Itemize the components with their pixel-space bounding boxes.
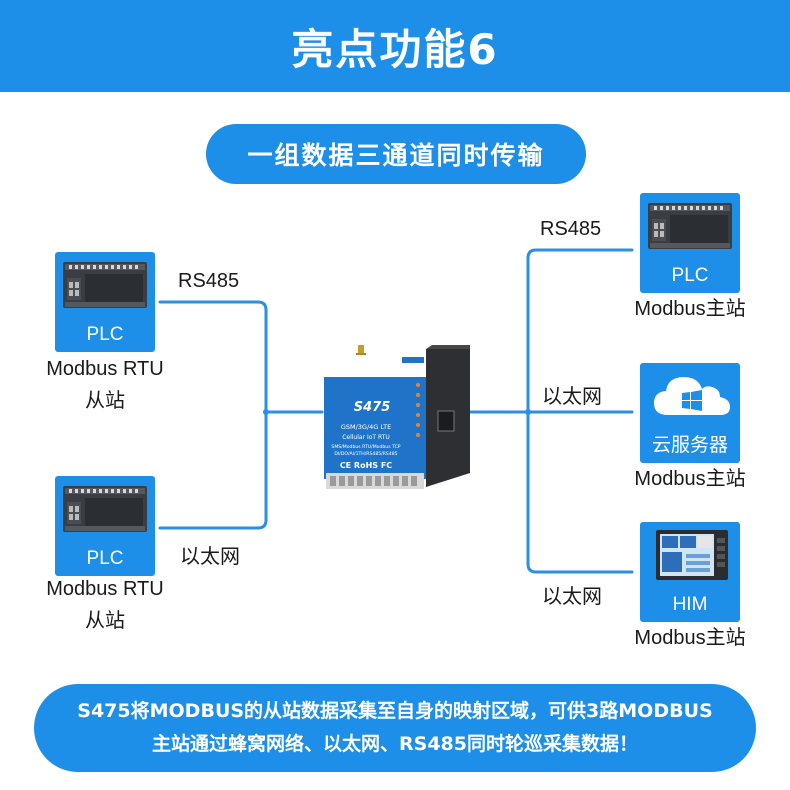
gateway-device: S475 GSM/3G/4G LTE Cellular IoT RTU SMS/…	[324, 345, 470, 489]
link-label-right-1: RS485	[540, 218, 602, 240]
gateway-line4: DI/DO/AI/1TH/RS485/RS485	[334, 451, 397, 457]
hmi-label: HIM	[672, 594, 708, 615]
caption-right-3: Modbus主站	[634, 627, 746, 649]
caption-left-2: Modbus RTU 从站	[25, 573, 185, 637]
caption-right-1: Modbus主站	[634, 298, 746, 320]
wire-right-bottom	[526, 410, 634, 574]
caption-right-2: Modbus主站	[634, 468, 746, 490]
cloud-label: 云服务器	[651, 435, 728, 456]
footer-line-1: S475将MODBUS的从站数据采集至自身的映射区域，可供3路MODBUS	[77, 700, 713, 722]
link-label-left-2: 以太网	[180, 546, 240, 568]
plc-label: PLC	[86, 548, 124, 569]
page-title: 亮点功能6	[291, 24, 499, 74]
plc-card-right: PLC	[640, 193, 740, 293]
caption-left-1: Modbus RTU 从站	[25, 353, 185, 417]
wire-left-top	[158, 300, 268, 414]
plc-image	[63, 262, 147, 308]
plc-card-left-2: PLC	[55, 476, 155, 576]
wire-node-right	[525, 409, 531, 415]
caption-role: Modbus RTU	[46, 578, 164, 600]
gateway-line2: Cellular IoT RTU	[342, 434, 390, 441]
plc-card-left-1: PLC	[55, 252, 155, 352]
subtitle-pill: 一组数据三通道同时传输	[206, 124, 586, 184]
gateway-line3: SMS/Modbus RTU/Modbus TCP	[331, 444, 400, 450]
cloud-windows-icon	[654, 377, 730, 415]
link-label-left-1: RS485	[178, 270, 240, 292]
header-banner: 亮点功能6	[0, 0, 790, 92]
caption-role-sub: 从站	[85, 390, 125, 412]
plc-label: PLC	[86, 324, 124, 345]
cloud-card: 云服务器	[640, 363, 740, 463]
gateway-cert: CE RoHS FC	[340, 461, 392, 470]
wire-left-bottom	[158, 410, 268, 530]
plc-label: PLC	[671, 265, 709, 286]
plc-image	[648, 203, 732, 249]
caption-role-sub: 从站	[85, 610, 125, 632]
link-label-right-2: 以太网	[542, 386, 602, 408]
gateway-model: S475	[354, 400, 391, 415]
wire-right-top	[526, 248, 634, 414]
hmi-screen-image	[656, 530, 728, 580]
caption-role: Modbus RTU	[46, 358, 164, 380]
hmi-card: HIM	[640, 522, 740, 622]
wire-node-left	[263, 409, 269, 415]
plc-image	[63, 486, 147, 532]
footer-description: S475将MODBUS的从站数据采集至自身的映射区域，可供3路MODBUS 主站…	[34, 684, 756, 772]
footer-line-2: 主站通过蜂窝网络、以太网、RS485同时轮巡采集数据！	[152, 733, 638, 755]
link-label-right-3: 以太网	[542, 586, 602, 608]
gateway-line1: GSM/3G/4G LTE	[341, 423, 391, 431]
